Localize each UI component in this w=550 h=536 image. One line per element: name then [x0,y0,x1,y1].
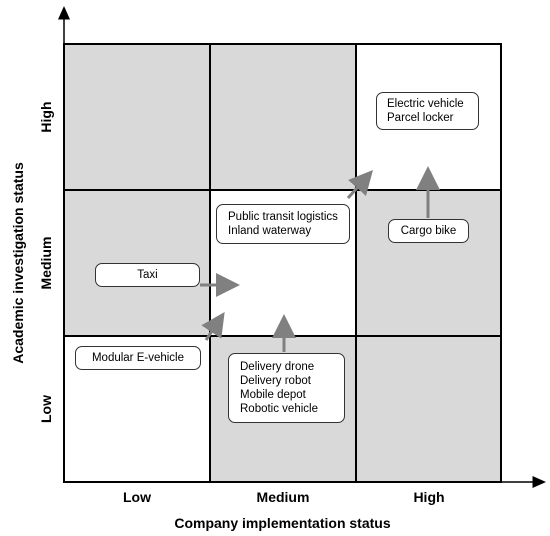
arrow-modular [201,312,225,341]
arrow-public-transit [346,170,374,200]
box-modular-e-vehicle: Modular E-vehicle [75,346,201,370]
x-tick-high: High [413,489,445,505]
y-tick-high: High [38,101,54,133]
box-public-transit: Public transit logistics Inland waterway [216,204,350,244]
label-taxi: Taxi [137,269,158,281]
x-tick-low: Low [123,489,151,505]
label-robotic-vehicle: Robotic vehicle [240,403,318,415]
label-parcel-locker: Parcel locker [387,112,454,124]
x-axis-title: Company implementation status [174,515,391,531]
y-tick-low: Low [38,395,54,423]
x-tick-medium: Medium [256,489,310,505]
box-delivery: Delivery drone Delivery robot Mobile dep… [228,353,345,423]
label-public-transit-logistics: Public transit logistics [228,211,338,223]
label-cargo-bike: Cargo bike [400,225,457,237]
label-electric-vehicle: Electric vehicle [387,98,464,110]
y-axis-title: Academic investigation status [10,162,26,364]
cell-low-academic-high-company [356,336,502,482]
label-modular-e-vehicle: Modular E-vehicle [91,352,185,364]
cell-high-academic-low-company [64,44,210,190]
box-cargo-bike: Cargo bike [388,219,469,243]
box-taxi: Taxi [95,263,200,287]
label-mobile-depot: Mobile depot [240,389,306,401]
label-delivery-robot: Delivery robot [240,375,311,387]
label-delivery-drone: Delivery drone [240,361,315,373]
label-inland-waterway: Inland waterway [228,225,312,237]
y-tick-medium: Medium [38,236,54,290]
cell-high-academic-medium-company [210,44,356,190]
box-electric-parcel: Electric vehicle Parcel locker [376,92,479,130]
